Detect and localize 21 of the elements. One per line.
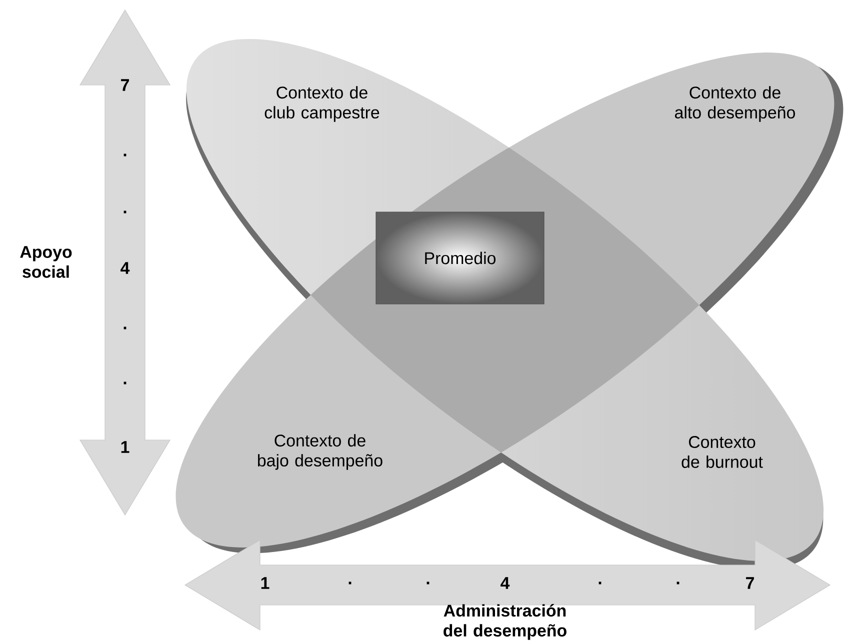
- axis-tick-label: 7: [746, 577, 754, 589]
- axis-tick-label: .: [124, 326, 126, 330]
- axis-tick-label: .: [676, 582, 680, 584]
- axis-tick-label: .: [348, 582, 352, 584]
- axis-tick-label: 7: [121, 79, 129, 91]
- axis-tick-label: .: [124, 382, 126, 384]
- axis-tick-label: .: [124, 154, 126, 156]
- axis-tick-label: 1: [261, 577, 270, 589]
- axis-tick-label: .: [598, 582, 602, 584]
- axis-tick-label: .: [124, 210, 126, 214]
- quadrant-label: Contexto de bajo desempeño: [258, 434, 382, 470]
- axis-tick-label: 4: [500, 577, 510, 589]
- axis-tick-label: 4: [120, 262, 130, 274]
- axis-title: Apoyo social: [20, 246, 72, 278]
- quadrant-label: Contexto de club campestre: [264, 86, 380, 122]
- axis-title: Administración del desempeño: [444, 604, 566, 640]
- quadrant-label: Contexto de burnout: [682, 436, 763, 468]
- axis-tick-label: 1: [121, 441, 130, 453]
- center-box: Promedio: [376, 212, 544, 304]
- quadrant-label: Contexto de alto desempeño: [675, 86, 795, 122]
- axis-tick-label: .: [426, 582, 430, 584]
